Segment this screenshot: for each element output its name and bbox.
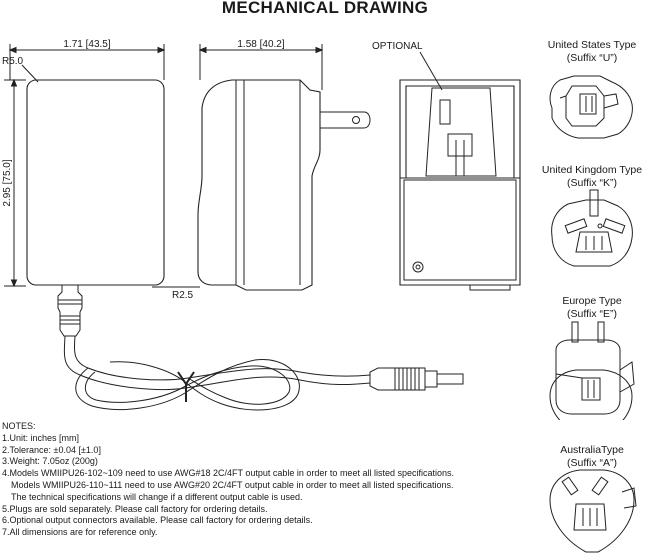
plug-type-uk: United Kingdom Type	[541, 164, 643, 176]
dimension-radius-bottom: R2.5	[172, 290, 194, 301]
side-view: 1.58 [40.2]	[197, 39, 371, 291]
notes-heading: NOTES:	[2, 421, 36, 431]
dimension-front-width: 1.71 [43.5]	[63, 39, 110, 50]
adapter-body-side	[197, 79, 321, 291]
plug-label-au: AustraliaType (Suffix “A”)	[522, 444, 650, 470]
plug-label-uk: United Kingdom Type (Suffix “K”)	[522, 164, 650, 190]
notes-section: NOTES: 1.Unit: inches [mm] 2.Tolerance: …	[2, 421, 522, 539]
back-view-optional: OPTIONAL	[372, 41, 521, 291]
optional-label: OPTIONAL	[372, 41, 423, 52]
note-item: Models WMIIPU26-110~111 need to use AWG#…	[11, 479, 454, 490]
back-panel	[403, 179, 517, 281]
plug-suffix-uk: (Suffix “K”)	[567, 177, 617, 189]
mechanical-drawing: 1.71 [43.5] 2.95 [75.0] R5.0 R2.5	[2, 39, 635, 420]
eu-plug-icon	[555, 321, 635, 415]
dimension-side-width: 1.58 [40.2]	[237, 39, 284, 50]
note-item: The technical specifications will change…	[11, 491, 303, 502]
note-item: 2.Tolerance: ±0.04 [±1.0]	[2, 444, 101, 455]
note-item: 4.Models WMIIPU26-102~109 need to use AW…	[2, 468, 454, 479]
uk-plug-icon	[551, 189, 633, 267]
plug-type-eu: Europe Type	[562, 295, 622, 307]
note-item: 3.Weight: 7.05oz (200g)	[2, 456, 98, 467]
plug-suffix-us: (Suffix “U”)	[566, 52, 618, 64]
front-view: 1.71 [43.5] 2.95 [75.0] R5.0 R2.5	[2, 39, 200, 337]
output-cable	[63, 335, 464, 411]
au-plug-body	[549, 469, 635, 553]
note-item: 1.Unit: inches [mm]	[2, 432, 80, 443]
plug-suffix-eu: (Suffix “E”)	[567, 308, 617, 320]
note-item: 7.All dimensions are for reference only.	[2, 527, 158, 538]
adapter-body-front	[26, 79, 165, 286]
au-plug-icon	[549, 369, 633, 420]
plug-suffix-au: (Suffix “A”)	[567, 457, 617, 469]
drawing-title: MECHANICAL DRAWING	[221, 0, 429, 17]
plug-label-us: United States Type (Suffix “U”)	[522, 39, 650, 65]
us-plug-icon	[549, 75, 633, 139]
dimension-height: 2.95 [75.0]	[2, 159, 13, 206]
au-plug-drawing	[549, 469, 637, 553]
note-item: 6.Optional output connectors available. …	[2, 515, 313, 526]
dimension-radius-top: R5.0	[2, 56, 24, 67]
plug-type-us: United States Type	[547, 39, 637, 51]
plug-label-eu: Europe Type (Suffix “E”)	[522, 295, 650, 321]
note-item: 5.Plugs are sold separately. Please call…	[2, 503, 268, 514]
plug-type-au: AustraliaType	[560, 444, 624, 456]
